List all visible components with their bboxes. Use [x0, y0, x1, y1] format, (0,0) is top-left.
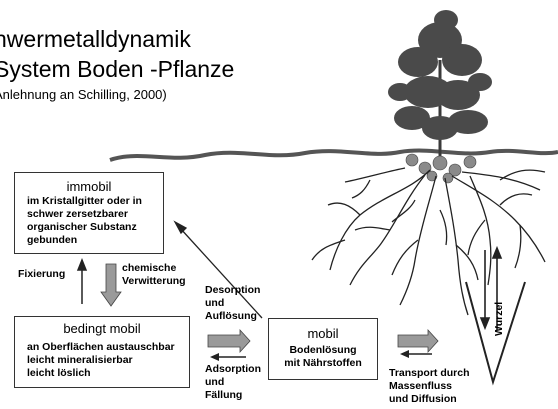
label-adsorption: Fällung: [205, 389, 261, 402]
box-immobil-line: gebunden: [27, 234, 163, 247]
label-adsorption: und: [205, 376, 261, 389]
box-mobil: mobil Bodenlösung mit Nährstoffen: [268, 318, 378, 380]
label-wurzel: Wurzel: [493, 302, 506, 336]
transport-arrows: [398, 330, 438, 358]
verwitterung-arrow: [101, 264, 121, 306]
box-bedingt-mobil: bedingt mobil an Oberflächen austauschba…: [14, 316, 190, 388]
box-mobil-line: mit Nährstoffen: [269, 357, 377, 370]
box-immobil-title: immobil: [15, 179, 163, 194]
label-desorption: und: [205, 297, 260, 310]
box-immobil: immobil im Kristallgitter oder in schwer…: [14, 172, 164, 254]
box-immobil-line: im Kristallgitter oder in: [27, 195, 163, 208]
box-bedingt-mobil-line: leicht mineralisierbar: [27, 354, 189, 367]
label-transport: Massenfluss: [389, 380, 470, 393]
soil-surface-line: [110, 151, 558, 160]
exchange-arrows: [208, 330, 250, 361]
label-transport: und Diffusion: [389, 393, 470, 406]
label-chem-verwitterung: chemische: [122, 262, 186, 275]
label-desorption: Desorption: [205, 284, 260, 297]
plant-roots: [312, 168, 545, 315]
box-immobil-line: organischer Substanz: [27, 221, 163, 234]
label-chem-verwitterung: Verwitterung: [122, 275, 186, 288]
box-immobil-line: schwer zersetzbarer: [27, 208, 163, 221]
plant-tubers: [406, 154, 476, 183]
box-mobil-title: mobil: [269, 326, 377, 341]
box-bedingt-mobil-line: leicht löslich: [27, 367, 189, 380]
label-adsorption: Adsorption: [205, 363, 261, 376]
fixierung-arrow: [78, 260, 86, 304]
label-fixierung: Fixierung: [18, 268, 65, 281]
box-bedingt-mobil-line: an Oberflächen austauschbar: [27, 341, 189, 354]
box-bedingt-mobil-title: bedingt mobil: [15, 321, 189, 336]
label-transport: Transport durch: [389, 367, 470, 380]
label-desorption: Auflösung: [205, 310, 260, 323]
box-mobil-line: Bodenlösung: [269, 344, 377, 357]
